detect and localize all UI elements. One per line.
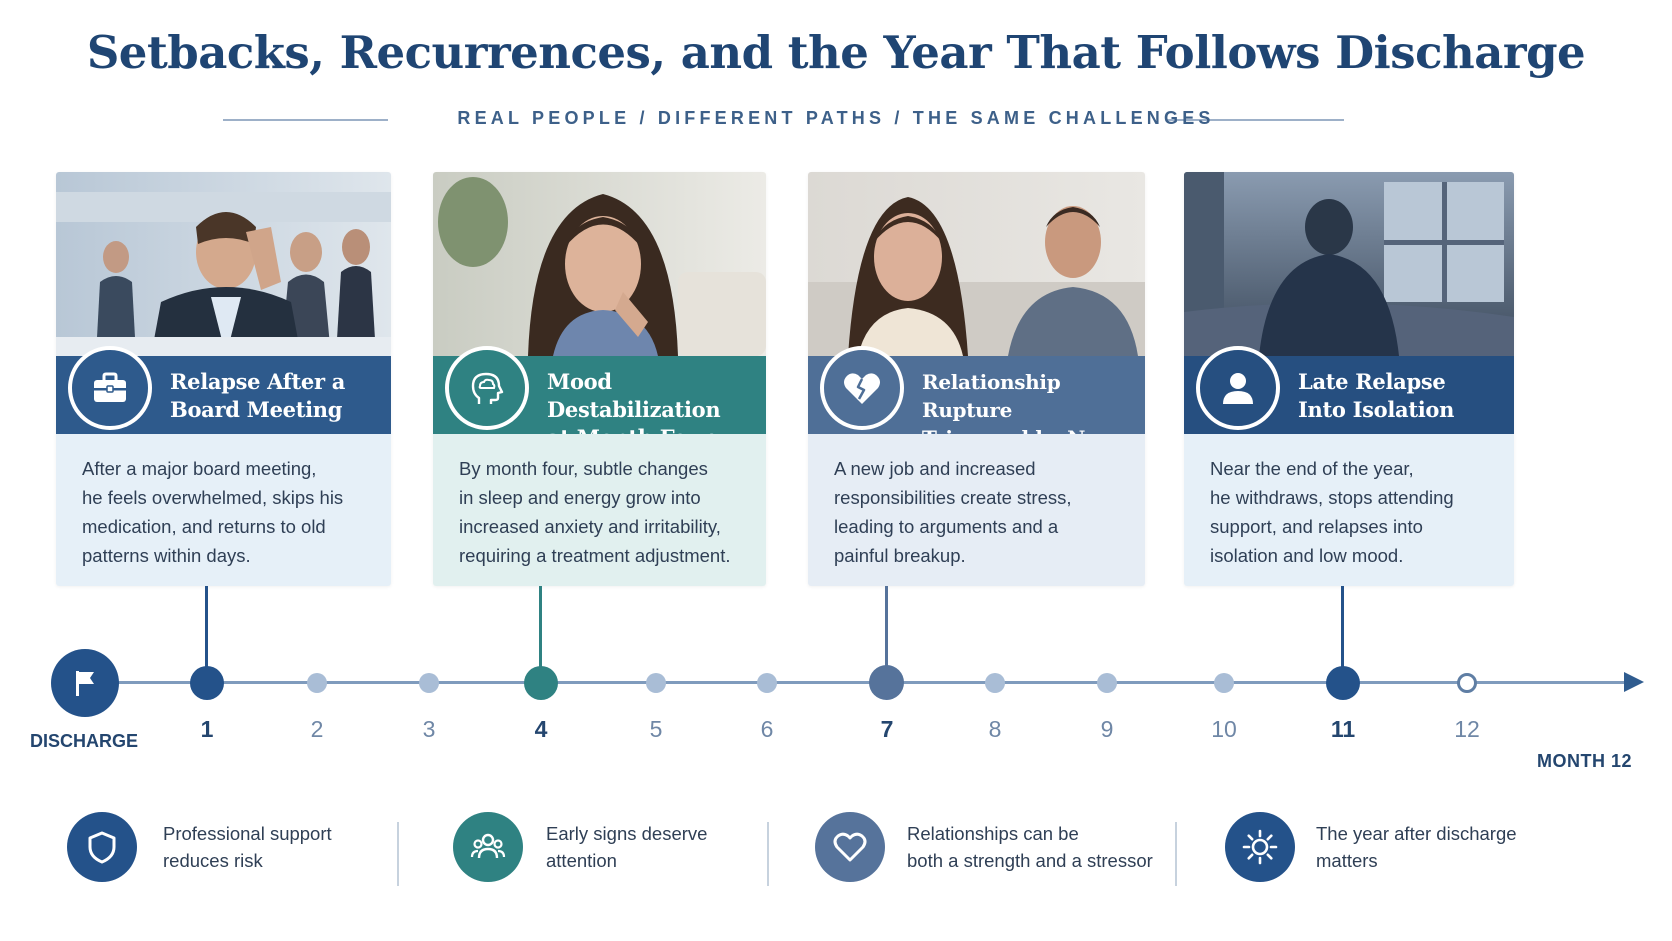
flag-icon bbox=[51, 649, 119, 717]
month-node-7 bbox=[869, 665, 904, 700]
photo-withdrawn-person bbox=[1184, 172, 1514, 356]
connector-month-11 bbox=[1341, 586, 1344, 668]
month-label-9: 9 bbox=[1100, 716, 1114, 742]
head-cloud-icon bbox=[445, 346, 529, 430]
month-node-10 bbox=[1214, 673, 1234, 693]
month-node-2 bbox=[307, 673, 327, 693]
takeaway-year-matters: The year after discharge matters bbox=[1225, 812, 1545, 888]
month-node-6 bbox=[757, 673, 777, 693]
person-icon bbox=[1196, 346, 1280, 430]
timeline-arrow-icon bbox=[1624, 672, 1644, 692]
story-card-relationship: Relationship Rupture Triggered by New De… bbox=[808, 172, 1145, 586]
month-node-5 bbox=[646, 673, 666, 693]
card-description: By month four, subtle changes in sleep a… bbox=[433, 434, 766, 586]
month-label-6: 6 bbox=[760, 716, 774, 742]
month-label-2: 2 bbox=[310, 716, 324, 742]
month-axis-label: MONTH 12 bbox=[1536, 751, 1632, 771]
month-label-11: 11 bbox=[1330, 716, 1356, 742]
connector-month-1 bbox=[205, 586, 208, 668]
card-title: Relapse After a Board Meeting bbox=[170, 369, 346, 422]
month-node-12 bbox=[1457, 673, 1477, 693]
briefcase-icon bbox=[68, 346, 152, 430]
month-label-7: 7 bbox=[880, 716, 894, 742]
photo-stressed-man bbox=[56, 172, 391, 356]
month-node-3 bbox=[419, 673, 439, 693]
connector-month-4 bbox=[539, 586, 542, 668]
story-card-month-four: Mood Destabilization at Month Four By mo… bbox=[433, 172, 766, 586]
broken-heart-icon bbox=[820, 346, 904, 430]
subtitle: REAL PEOPLE / DIFFERENT PATHS / THE SAME… bbox=[457, 108, 1215, 128]
takeaway-divider bbox=[1175, 822, 1177, 886]
card-description: After a major board meeting, he feels ov… bbox=[56, 434, 391, 586]
takeaway-text: The year after discharge matters bbox=[1316, 823, 1517, 871]
month-label-10: 10 bbox=[1211, 716, 1237, 742]
takeaway-early-signs: Early signs deserve attention bbox=[453, 812, 753, 888]
shield-icon bbox=[67, 812, 137, 882]
photo-anxious-woman bbox=[433, 172, 766, 356]
story-card-isolation: Late Relapse Into Isolation Near the end… bbox=[1184, 172, 1514, 586]
subtitle-rule-left bbox=[223, 119, 388, 121]
discharge-label: DISCHARGE bbox=[30, 731, 139, 751]
takeaway-text: Early signs deserve attention bbox=[546, 823, 708, 871]
month-label-12: 12 bbox=[1454, 716, 1480, 742]
subtitle-rule-right bbox=[1166, 119, 1344, 121]
month-label-4: 4 bbox=[534, 716, 548, 742]
month-label-5: 5 bbox=[649, 716, 663, 742]
photo-couple-apart bbox=[808, 172, 1145, 356]
takeaway-divider bbox=[397, 822, 399, 886]
takeaway-support: Professional support reduces risk bbox=[67, 812, 387, 888]
sun-icon bbox=[1225, 812, 1295, 882]
month-node-4 bbox=[524, 666, 558, 700]
month-label-3: 3 bbox=[422, 716, 436, 742]
takeaway-relationships: Relationships can be both a strength and… bbox=[815, 812, 1155, 888]
card-description: Near the end of the year, he withdraws, … bbox=[1184, 434, 1514, 586]
group-icon bbox=[453, 812, 523, 882]
month-node-8 bbox=[985, 673, 1005, 693]
month-node-11 bbox=[1326, 666, 1360, 700]
month-label-8: 8 bbox=[988, 716, 1002, 742]
takeaway-text: Relationships can be both a strength and… bbox=[907, 823, 1153, 871]
takeaway-divider bbox=[767, 822, 769, 886]
card-title: Late Relapse Into Isolation bbox=[1298, 369, 1455, 422]
subtitle-row: REAL PEOPLE / DIFFERENT PATHS / THE SAME… bbox=[0, 108, 1672, 132]
card-description: A new job and increased responsibilities… bbox=[808, 434, 1145, 586]
month-label-1: 1 bbox=[200, 716, 214, 742]
takeaway-text: Professional support reduces risk bbox=[163, 823, 332, 871]
story-card-board-meeting: Relapse After a Board Meeting After a ma… bbox=[56, 172, 391, 586]
heart-icon bbox=[815, 812, 885, 882]
month-node-9 bbox=[1097, 673, 1117, 693]
page-title: Setbacks, Recurrences, and the Year That… bbox=[86, 26, 1586, 79]
month-node-1 bbox=[190, 666, 224, 700]
connector-month-7 bbox=[885, 586, 888, 666]
